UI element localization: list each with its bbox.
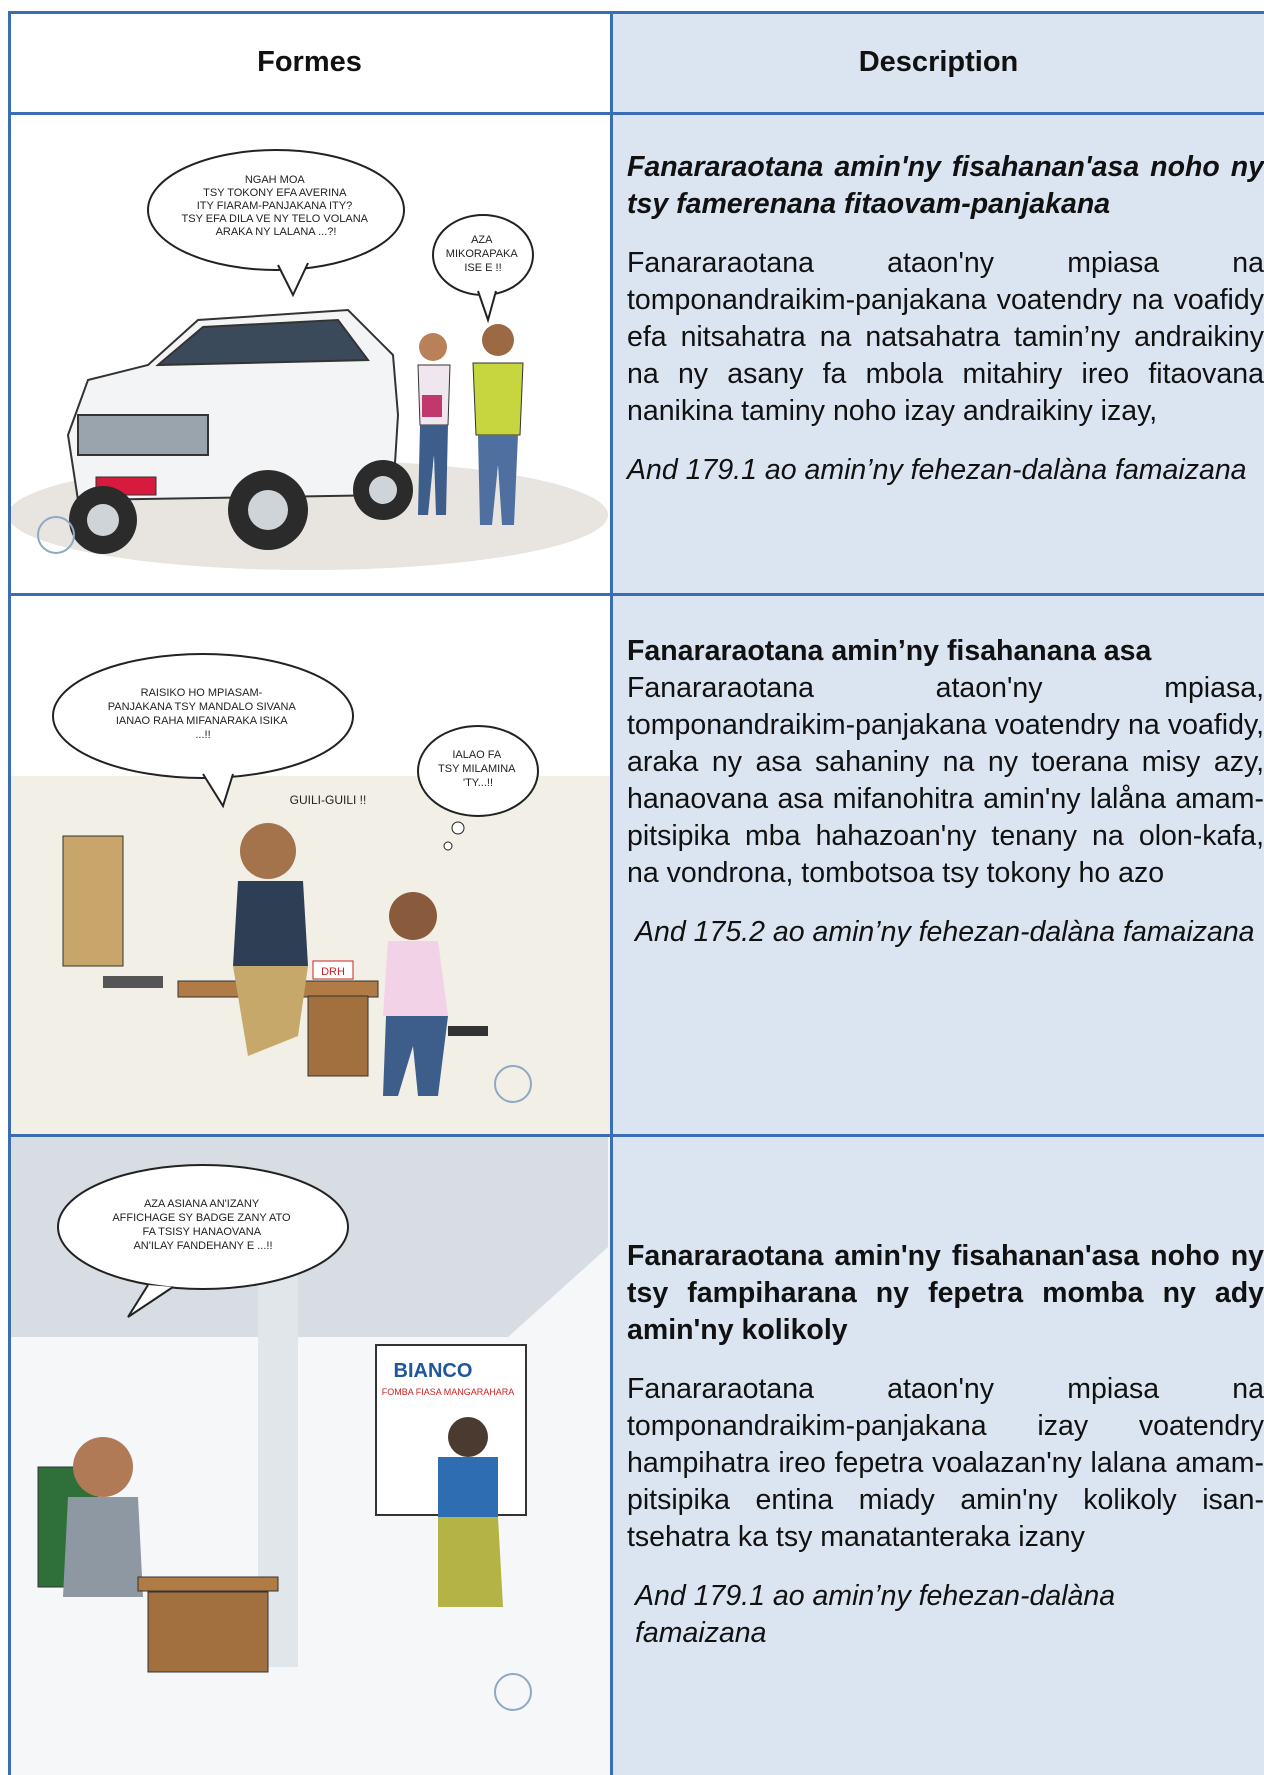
- board-subtitle: FOMBA FIASA MANGARAHARA: [382, 1387, 515, 1397]
- cartoon-office-image: DRH RAISIKO HO MPIASAM- PANJAKANA TSY MA…: [8, 653, 611, 1135]
- header-description: Description: [613, 11, 1264, 113]
- row2-reference: And 175.2 ao amin’ny fehezan-dalàna fama…: [635, 916, 1255, 948]
- bubble-line: IANAO RAHA MIFANARAKA ISIKA: [116, 715, 288, 727]
- row2-title: Fanararaotana amin’ny fisahanana asa: [627, 635, 1152, 667]
- bubble-line: NGAH MOA: [245, 174, 306, 186]
- table-divider-column: [610, 11, 613, 1775]
- row2-cartoon-cell: DRH RAISIKO HO MPIASAM- PANJAKANA TSY MA…: [8, 596, 611, 1135]
- row2-body: Fanararaotana ataon'ny mpiasa, tomponand…: [627, 672, 1264, 889]
- row3-cartoon-cell: BIANCO FOMBA FIASA MANGARAHARA AZA ASIAN…: [8, 1137, 611, 1775]
- row1-body: Fanararaotana ataon'ny mpiasa na tompona…: [627, 247, 1264, 427]
- bubble-line: AN'ILAY FANDEHANY E ...!!: [133, 1240, 272, 1252]
- bubble-line: AZA: [471, 234, 493, 246]
- table-divider-row: [8, 1134, 1264, 1137]
- row1-reference: And 179.1 ao amin’ny fehezan-dalàna fama…: [627, 454, 1247, 486]
- svg-text:IALAO FA TSY MILAMINA: IALAO FA TSY MILAMINA 'TY...!!: [438, 749, 518, 789]
- table-border-top: [8, 11, 1264, 14]
- bubble-line: TSY MILAMINA: [438, 763, 516, 775]
- row3-description-cell: Fanararaotana amin'ny fisahanan'asa noho…: [613, 1137, 1264, 1775]
- bubble-line: AFFICHAGE SY BADGE ZANY ATO: [112, 1212, 291, 1224]
- bubble-line: IALAO FA: [452, 749, 502, 761]
- row1-title: Fanararaotana amin'ny fisahanan'asa noho…: [627, 151, 1264, 220]
- row1-description-cell: Fanararaotana amin'ny fisahanan'asa noho…: [613, 115, 1264, 594]
- bubble-line: ITY FIARAM-PANJAKANA ITY?: [197, 200, 352, 212]
- svg-text:NGAH MOA TSY TOKONY EFA: NGAH MOA TSY TOKONY EFA AVERINA ITY FIAR…: [182, 174, 371, 238]
- logo-seal-icon: [37, 516, 75, 554]
- table-divider-row: [8, 112, 1264, 115]
- row1-cartoon-cell: NGAH MOA TSY TOKONY EFA AVERINA ITY FIAR…: [8, 115, 611, 594]
- row3-reference: And 179.1 ao amin’ny fehezan-dalàna fama…: [635, 1580, 1116, 1649]
- bubble-line: ARAKA NY LALANA ...?!: [216, 226, 337, 238]
- bubble-line: RAISIKO HO MPIASAM-: [141, 687, 263, 699]
- bubble-line: 'TY...!!: [463, 777, 493, 789]
- header-formes-label: Formes: [257, 45, 362, 78]
- bubble-line: ...!!: [195, 729, 210, 741]
- row3-title: Fanararaotana amin'ny fisahanan'asa noho…: [627, 1240, 1264, 1346]
- sound-effect-text: GUILI-GUILI !!: [290, 793, 367, 807]
- svg-text:AZA MIKORAPAKA ISE: AZA MIKORAPAKA ISE E !!: [446, 234, 520, 274]
- header-formes: Formes: [8, 11, 611, 113]
- bubble-line: AZA ASIANA AN'IZANY: [144, 1198, 260, 1210]
- bubble-line: MIKORAPAKA: [446, 248, 519, 260]
- table-divider-row: [8, 593, 1264, 596]
- cartoon-bianco-image: BIANCO FOMBA FIASA MANGARAHARA AZA ASIAN…: [8, 1137, 611, 1775]
- row2-description-cell: Fanararaotana amin’ny fisahanana asa Fan…: [613, 596, 1264, 1135]
- bubble-line: FA TSISY HANAOVANA: [142, 1226, 261, 1238]
- board-title: BIANCO: [394, 1360, 473, 1382]
- desk-tag: DRH: [321, 966, 345, 978]
- bubble-line: PANJAKANA TSY MANDALO SIVANA: [108, 701, 297, 713]
- bubble-line: ISE E !!: [464, 262, 501, 274]
- logo-seal-icon: [494, 1065, 532, 1103]
- table-border-left: [8, 11, 11, 1775]
- bubble-line: TSY EFA DILA VE NY TELO VOLANA: [182, 213, 369, 225]
- cartoon-car-image: NGAH MOA TSY TOKONY EFA AVERINA ITY FIAR…: [8, 149, 608, 570]
- bubble-line: TSY TOKONY EFA AVERINA: [203, 187, 347, 199]
- logo-seal-icon: [494, 1673, 532, 1711]
- row3-body: Fanararaotana ataon'ny mpiasa na tompona…: [627, 1373, 1264, 1553]
- header-description-label: Description: [858, 45, 1019, 78]
- svg-text:AZA ASIANA AN'IZANY AFFI: AZA ASIANA AN'IZANY AFFICHAGE SY BADGE Z…: [112, 1198, 293, 1252]
- svg-text:RAISIKO HO MPIASAM- PANJ: RAISIKO HO MPIASAM- PANJAKANA TSY MANDAL…: [108, 687, 299, 741]
